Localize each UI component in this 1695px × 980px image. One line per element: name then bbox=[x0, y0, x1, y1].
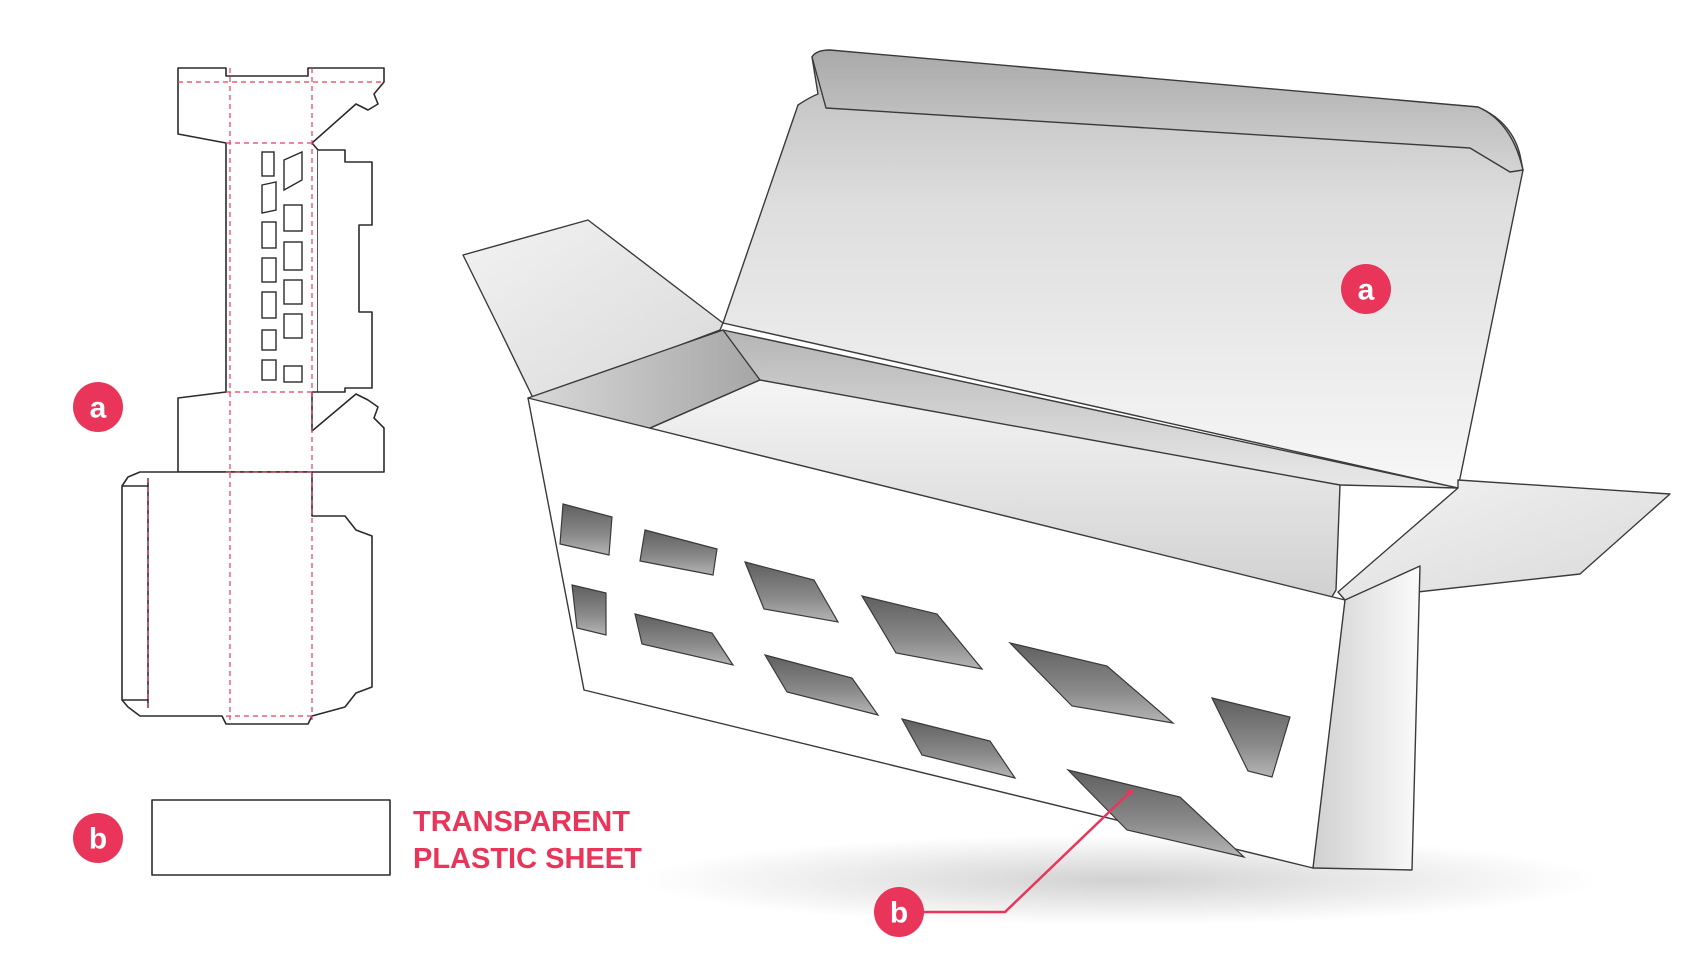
callout-b-left: b bbox=[73, 813, 123, 863]
box-windows bbox=[559, 503, 1291, 859]
dieline-side-tabs bbox=[318, 149, 373, 393]
callout-a-right: a bbox=[1341, 264, 1391, 314]
plastic-sheet-caption-line1: TRANSPARENT bbox=[413, 806, 630, 838]
box-lid-lip bbox=[811, 49, 1524, 173]
svg-text:b: b bbox=[890, 897, 908, 930]
callout-b-right: b bbox=[874, 887, 924, 937]
dieline-drawing bbox=[121, 67, 385, 725]
callout-b-leader-line bbox=[918, 791, 1131, 914]
dieline-bottom-panel bbox=[121, 471, 373, 725]
svg-text:b: b bbox=[89, 823, 107, 856]
box-left-flap bbox=[462, 219, 724, 401]
plastic-sheet-rect bbox=[151, 799, 391, 876]
dieline-window-cutouts bbox=[261, 150, 303, 383]
dieline-fold-lines bbox=[147, 68, 384, 720]
svg-text:a: a bbox=[90, 392, 107, 425]
callout-a-left: a bbox=[73, 382, 123, 432]
svg-text:a: a bbox=[1358, 274, 1375, 307]
box-3d-render bbox=[462, 49, 1671, 925]
plastic-sheet-caption-line2: PLASTIC SHEET bbox=[413, 843, 642, 875]
